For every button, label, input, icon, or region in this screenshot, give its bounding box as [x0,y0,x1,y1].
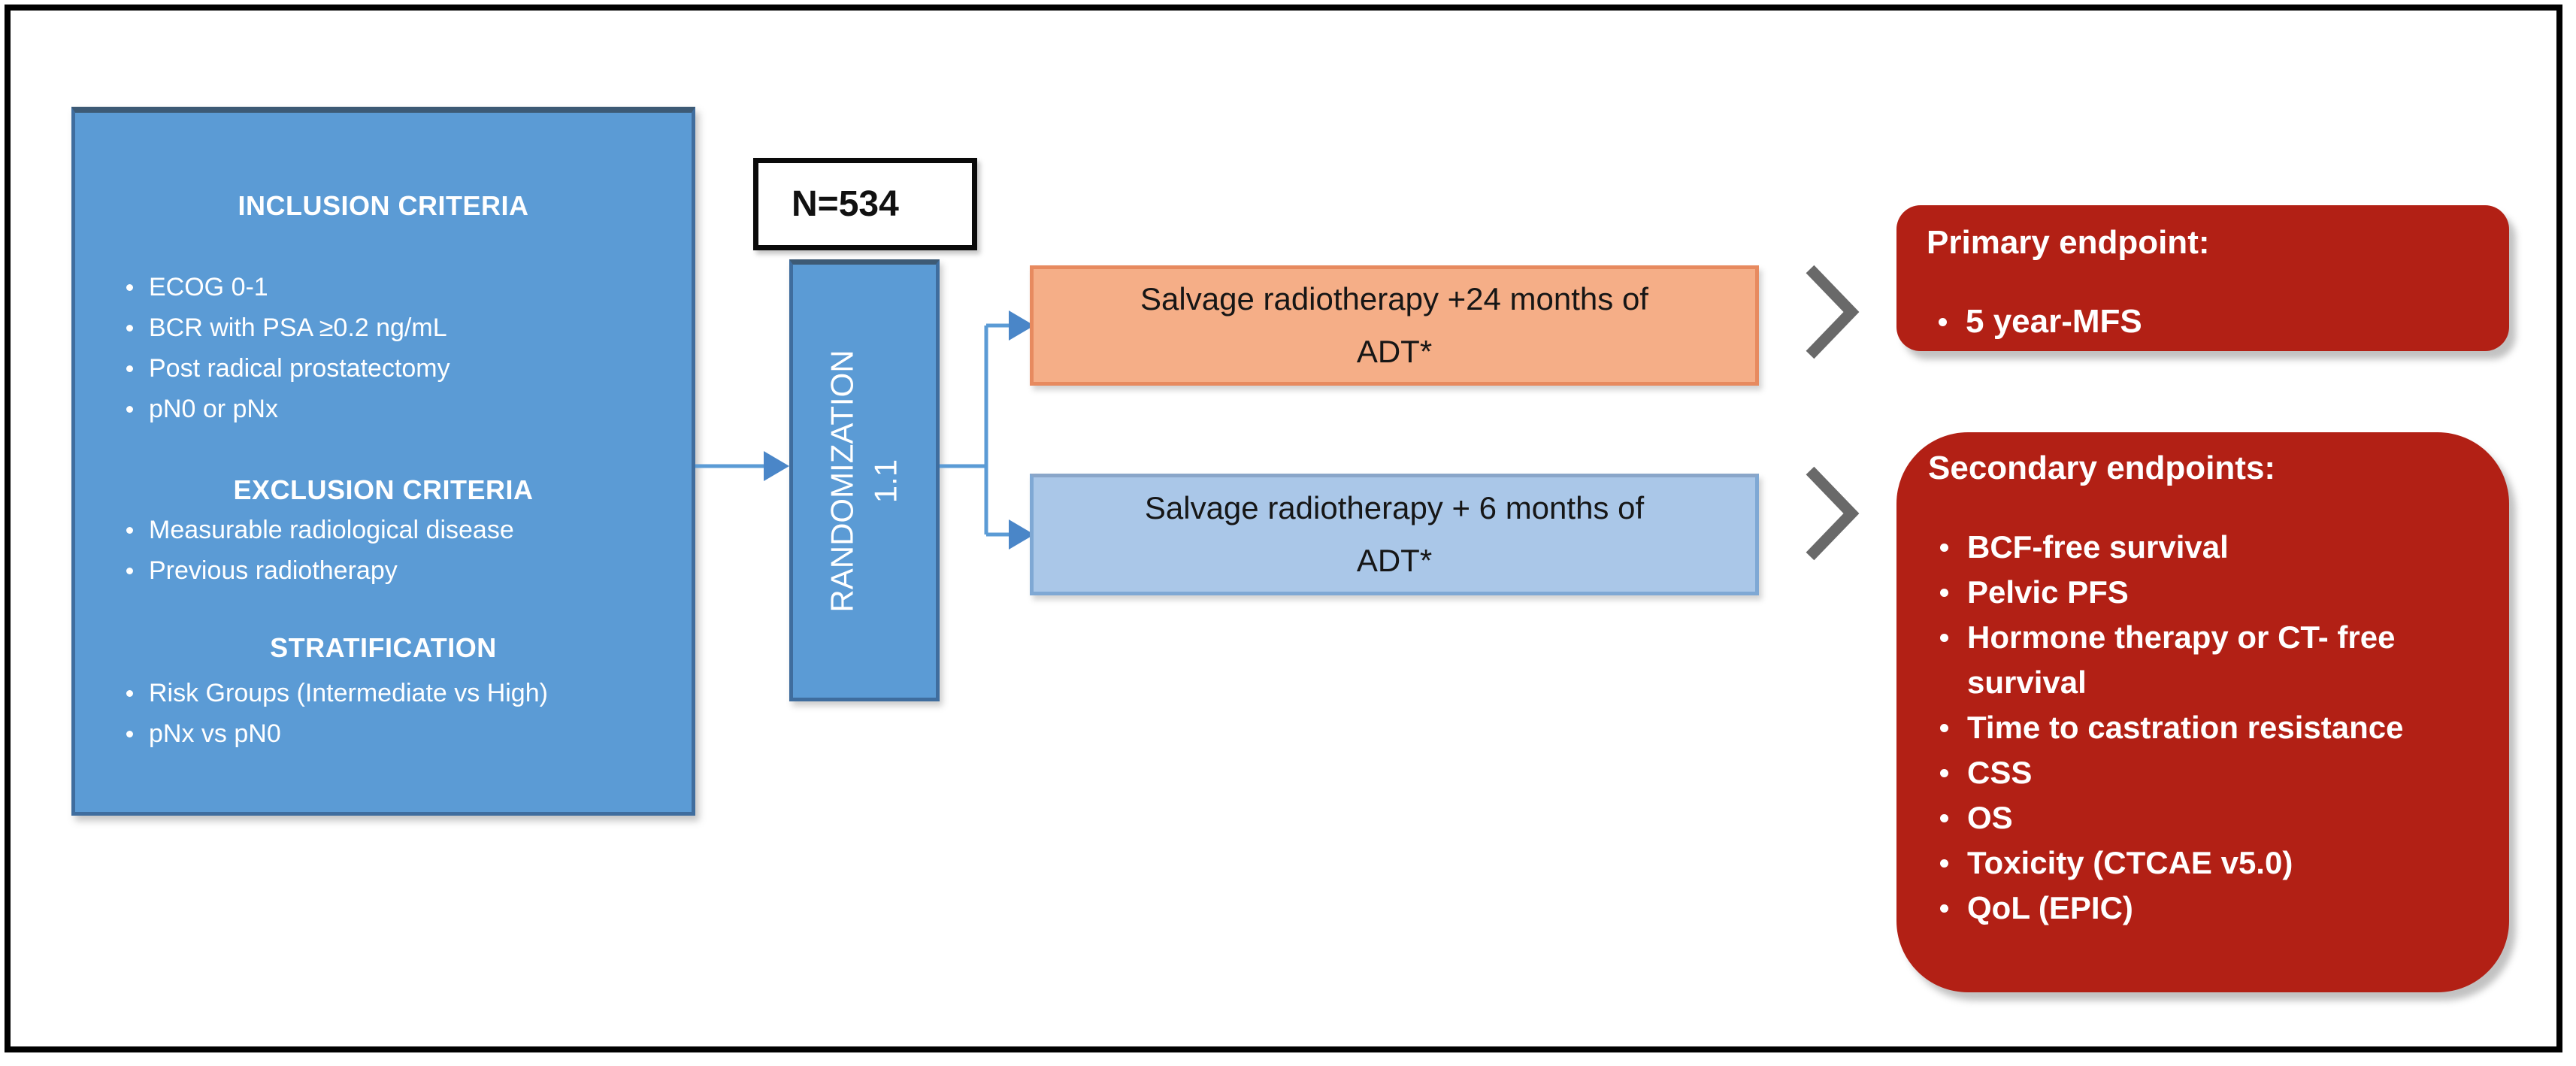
exclusion-section: EXCLUSION CRITERIA Measurable radiologic… [105,472,661,591]
list-item: Measurable radiological disease [105,510,661,550]
list-item: pN0 or pNx [105,389,661,429]
list-item: Previous radiotherapy [105,550,661,591]
inclusion-heading: INCLUSION CRITERIA [238,190,529,221]
list-item: Hormone therapy or CT- free survival [1928,615,2478,705]
arm-24-line2: ADT* [1356,334,1433,369]
list-item: OS [1928,795,2478,840]
list-item: QoL (EPIC) [1928,886,2478,931]
primary-endpoint-list: 5 year-MFS [1927,299,2479,344]
list-item: BCR with PSA ≥0.2 ng/mL [105,307,661,348]
arm-6-line1: Salvage radiotherapy + 6 months of [1144,490,1645,525]
stratification-section: STRATIFICATION Risk Groups (Intermediate… [105,630,661,754]
list-item: 5 year-MFS [1927,299,2479,344]
secondary-endpoints-heading: Secondary endpoints: [1928,450,2276,486]
arm-24-line1: Salvage radiotherapy +24 months of [1140,281,1648,316]
list-item: ECOG 0-1 [105,267,661,307]
randomization-line2: 1.1 [868,459,904,504]
list-item: pNx vs pN0 [105,713,661,754]
arm-6-months-box: Salvage radiotherapy + 6 months of ADT* [1030,474,1759,595]
primary-endpoint-heading: Primary endpoint: [1927,224,2210,261]
enrollment-label: N=534 [792,184,899,224]
randomization-box: RANDOMIZATION 1.1 [789,259,940,701]
list-item: Time to castration resistance [1928,705,2478,750]
list-item: Post radical prostatectomy [105,348,661,389]
list-item: Toxicity (CTCAE v5.0) [1928,840,2478,886]
list-item: CSS [1928,750,2478,795]
randomization-line1: RANDOMIZATION [825,350,860,613]
arm-6-line2: ADT* [1356,543,1433,578]
enrollment-box: N=534 [753,158,977,250]
stratification-list: Risk Groups (Intermediate vs High)pNx vs… [105,673,661,754]
exclusion-heading: EXCLUSION CRITERIA [233,474,534,505]
list-item: Pelvic PFS [1928,570,2478,615]
list-item: Risk Groups (Intermediate vs High) [105,673,661,713]
stratification-heading: STRATIFICATION [270,632,497,663]
figure-border [5,5,2562,1052]
arm-24-months-box: Salvage radiotherapy +24 months of ADT* [1030,265,1759,386]
primary-endpoint-box: Primary endpoint: 5 year-MFS [1896,205,2509,351]
list-item: BCF-free survival [1928,525,2478,570]
randomization-label: RANDOMIZATION 1.1 [821,350,908,612]
